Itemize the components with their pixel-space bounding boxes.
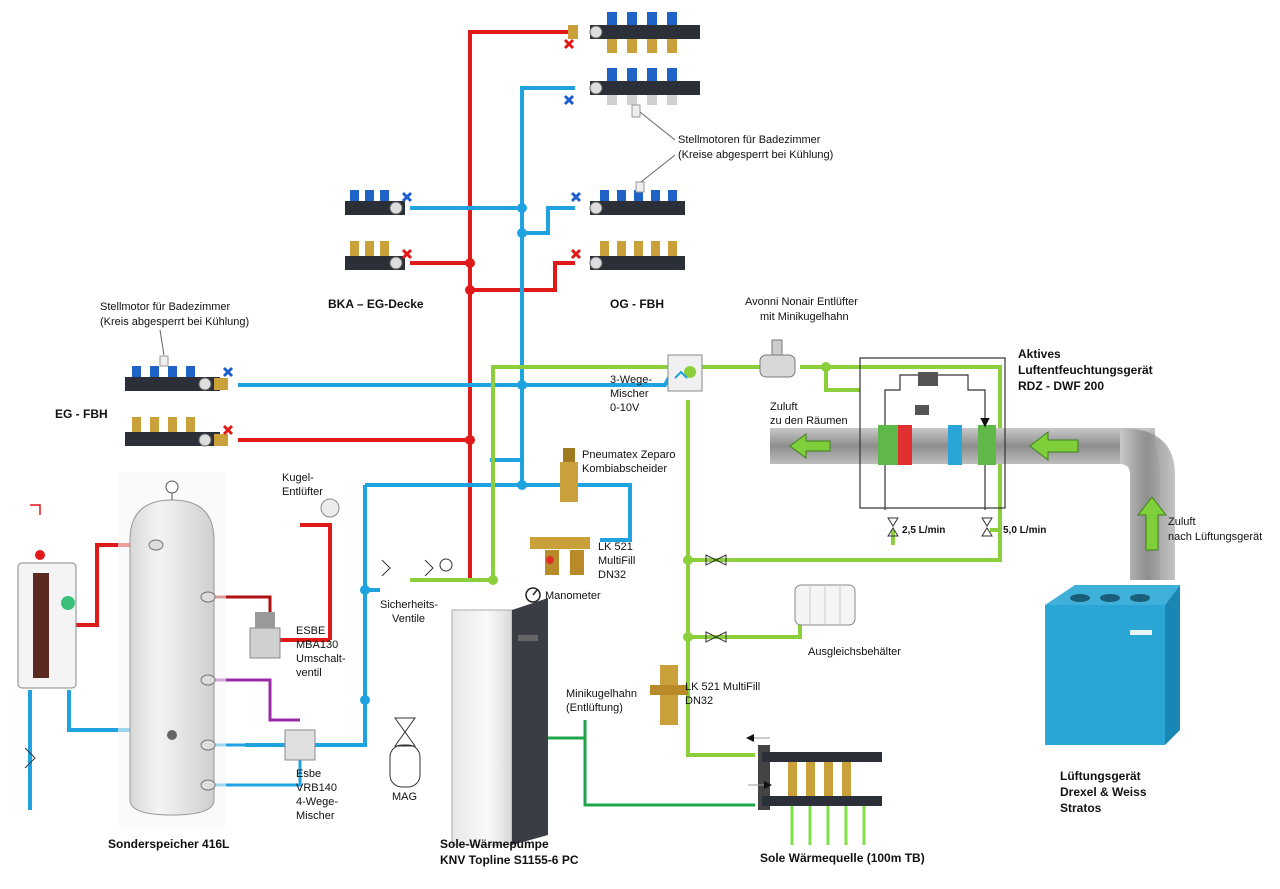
lk521-bottom xyxy=(650,665,688,725)
stellmotoren-leader-2 xyxy=(640,154,676,183)
minikugel-label-1: Minikugelhahn xyxy=(566,688,637,700)
flow-valves xyxy=(705,517,993,643)
esbe2-label-2: VRB140 xyxy=(296,782,337,794)
pneumatex-label-1: Pneumatex Zeparo xyxy=(582,449,676,461)
three-way-mixer xyxy=(667,354,703,392)
aktives-label-1: Aktives xyxy=(1018,347,1061,361)
kugel-label-1: Kugel- xyxy=(282,472,314,484)
manometer-label: Manometer xyxy=(545,590,601,602)
stellmotor-leader xyxy=(159,329,165,356)
brine-manifold xyxy=(746,734,882,845)
stellmotor-label-1: Stellmotor für Badezimmer xyxy=(100,301,231,313)
duct-arrows xyxy=(789,430,1168,551)
heat-pump xyxy=(451,598,548,846)
stellmotoren-label-2: (Kreise abgesperrt bei Kühlung) xyxy=(678,149,833,161)
stellmotoren-leader xyxy=(639,111,676,141)
expansion-tank xyxy=(794,584,856,626)
supply-air-duct xyxy=(770,428,1175,580)
pneumatex-label-2: Kombiabscheider xyxy=(582,463,667,475)
fresh-water-station xyxy=(17,550,77,689)
valves-esbe xyxy=(249,612,316,761)
sole-wp-label-1: Sole-Wärmepumpe xyxy=(440,837,549,851)
mag-vessel xyxy=(389,717,421,788)
bka-supply-manifold xyxy=(345,241,413,270)
avonni-vent xyxy=(759,339,796,378)
zuluft-lg-label-1: Zuluft xyxy=(1168,516,1196,528)
lueft-label-3: Stratos xyxy=(1060,801,1102,815)
safety-valves xyxy=(24,558,453,769)
lk521a-label-3: DN32 xyxy=(598,569,626,581)
lk521a-label-1: LK 521 xyxy=(598,541,633,553)
eg-return-manifold xyxy=(125,355,234,391)
stellmotor-label-2: (Kreis abgesperrt bei Kühlung) xyxy=(100,316,249,328)
brine-nodes xyxy=(488,362,831,642)
flow-label-1: 2,5 L/min xyxy=(902,525,945,536)
og-fbh-return-manifold xyxy=(570,181,685,215)
esbe1-label-4: ventil xyxy=(296,667,322,679)
lueft-label-2: Drexel & Weiss xyxy=(1060,785,1147,799)
sicher-label-2: Ventile xyxy=(392,613,425,625)
mischer3-label-2: Mischer xyxy=(610,388,649,400)
avonni-label-2: mit Minikugelhahn xyxy=(760,311,849,323)
avonni-label-1: Avonni Nonair Entlüfter xyxy=(745,296,858,308)
manometer-gauge xyxy=(525,587,541,603)
return-nodes xyxy=(360,203,527,705)
speicher-label: Sonderspeicher 416L xyxy=(108,837,229,851)
sole-wp-label-2: KNV Topline S1155-6 PC xyxy=(440,853,579,867)
sicher-label-1: Sicherheits- xyxy=(380,599,438,611)
lk521a-label-2: MultiFill xyxy=(598,555,635,567)
og-fbh-supply-manifold xyxy=(570,241,685,270)
pneumatex-separator xyxy=(560,448,578,502)
supply-nodes xyxy=(465,258,475,445)
storage-tank xyxy=(118,472,226,827)
dehumidifier-unit xyxy=(859,357,1006,510)
flow-label-2: 5,0 L/min xyxy=(1003,525,1046,536)
aktives-label-2: Luftentfeuchtungsgerät xyxy=(1018,363,1153,377)
og-supply-manifold xyxy=(563,12,700,53)
esbe2-label-4: Mischer xyxy=(296,810,335,822)
ausgleich-label: Ausgleichsbehälter xyxy=(808,646,901,658)
lk521b-label-2: DN32 xyxy=(685,695,713,707)
supply-pipes xyxy=(238,30,575,580)
zuluft-raum-label-1: Zuluft xyxy=(770,401,798,413)
kugel-label-2: Entlüfter xyxy=(282,486,323,498)
esbe2-label-3: 4-Wege- xyxy=(296,796,338,808)
bka-label: BKA – EG-Decke xyxy=(328,297,424,311)
brine-source-pipes xyxy=(548,720,755,807)
lk521b-label-1: LK 521 MultiFill xyxy=(685,681,760,693)
mag-label: MAG xyxy=(392,791,417,803)
esbe1-label-1: ESBE xyxy=(296,625,325,637)
lk521-top xyxy=(530,537,590,575)
zuluft-raum-label-2: zu den Räumen xyxy=(770,415,848,427)
brine-pipes xyxy=(410,365,1002,757)
eg-fbh-label: EG - FBH xyxy=(55,407,108,421)
sole-quelle-label: Sole Wärmequelle (100m TB) xyxy=(760,851,925,865)
og-fbh-label: OG - FBH xyxy=(610,297,664,311)
ventilation-unit xyxy=(1045,585,1180,745)
kugel-entluefter xyxy=(320,498,340,518)
mischer3-label-1: 3-Wege- xyxy=(610,374,652,386)
stellmotoren-label-1: Stellmotoren für Badezimmer xyxy=(678,134,821,146)
aktives-label-3: RDZ - DWF 200 xyxy=(1018,379,1104,393)
esbe1-label-3: Umschalt- xyxy=(296,653,346,665)
esbe1-label-2: MBA130 xyxy=(296,639,338,651)
esbe2-label-1: Esbe xyxy=(296,768,321,780)
mischer3-label-3: 0-10V xyxy=(610,402,640,414)
lueft-label-1: Lüftungsgerät xyxy=(1060,769,1141,783)
og-return-manifold xyxy=(563,68,700,118)
eg-supply-manifold xyxy=(125,417,234,447)
zuluft-lg-label-2: nach Lüftungsgerät xyxy=(1168,531,1262,543)
minikugel-label-2: (Entlüftung) xyxy=(566,702,623,714)
bka-return-manifold xyxy=(345,190,413,215)
